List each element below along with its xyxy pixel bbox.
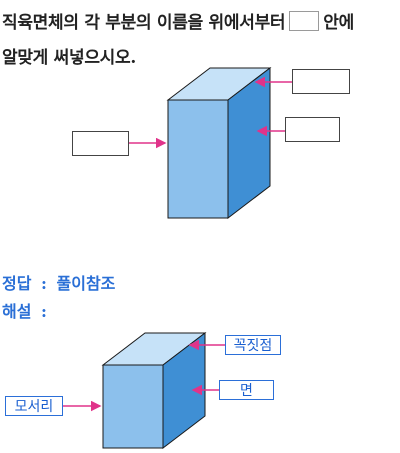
question-line-2: 알맞게 써넣으시오. [2, 43, 136, 68]
blank-box-icon [289, 11, 320, 31]
question-text-line2: 알맞게 써넣으시오. [2, 48, 136, 68]
answer-label: 정답 [2, 274, 32, 293]
explanation-label: 해설 [2, 302, 32, 321]
label-vertex: 꼭짓점 [225, 335, 281, 355]
label-face: 면 [219, 380, 274, 400]
question-cube-front-face [167, 99, 229, 219]
blank-edge-box[interactable] [72, 131, 129, 156]
blank-vertex-box[interactable] [292, 69, 350, 94]
question-text-part1: 직육면체의 각 부분의 이름을 위에서부터 [2, 13, 286, 33]
explanation-line: 해설 : [2, 298, 47, 322]
answer-cube-front-face [102, 364, 164, 449]
answer-value: 풀이참조 [56, 274, 116, 293]
answer-line: 정답 : 풀이참조 [2, 270, 115, 294]
question-line-1: 직육면체의 각 부분의 이름을 위에서부터 안에 [2, 8, 354, 33]
question-text-part2: 안에 [323, 13, 354, 33]
blank-face-box[interactable] [285, 117, 340, 142]
label-edge: 모서리 [5, 396, 63, 416]
explanation-separator: : [41, 302, 47, 321]
answer-separator: : [41, 274, 47, 293]
question-cube-icon [166, 66, 272, 220]
answer-cube-icon [101, 331, 207, 450]
